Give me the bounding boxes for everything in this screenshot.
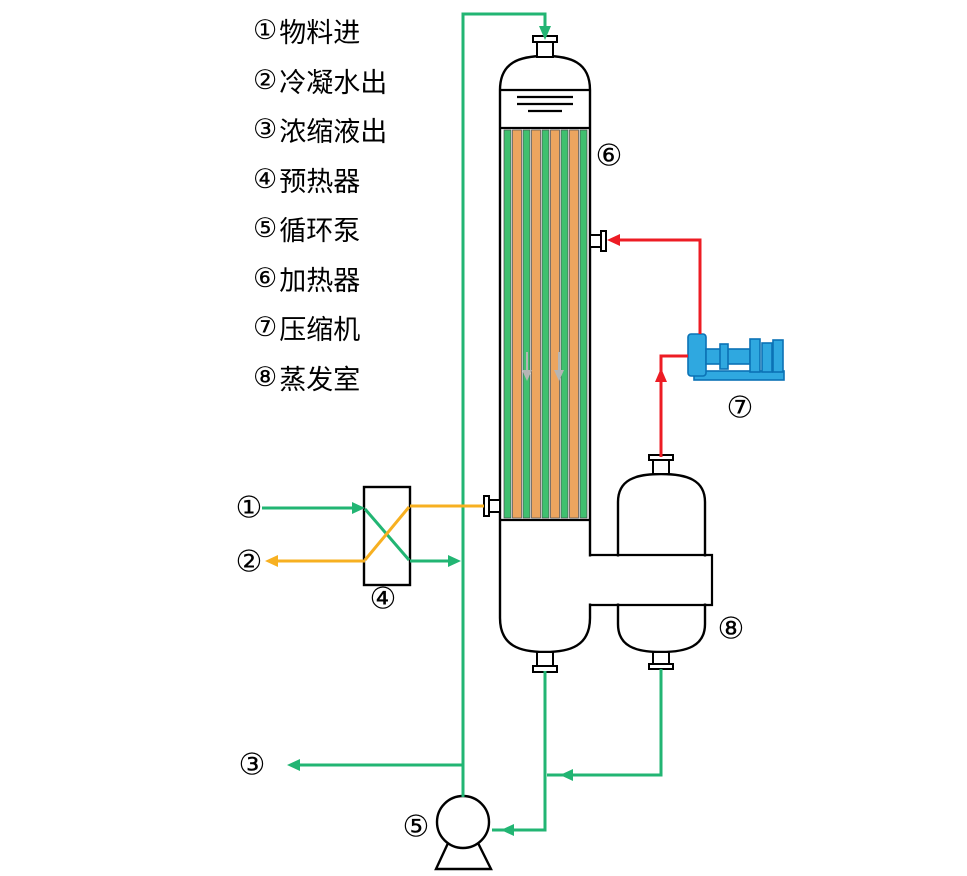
circulation-pump — [434, 794, 493, 871]
legend-marker: ⑤ — [253, 213, 278, 244]
legend-text: 浓缩液出 — [279, 117, 388, 148]
legend-marker: ② — [253, 64, 278, 95]
heater-column — [498, 54, 592, 654]
label-compressor: ⑦ — [726, 391, 754, 425]
legend-item-heater: ⑥ 加热器 — [253, 254, 387, 304]
compressor — [687, 333, 785, 381]
legend-marker: ③ — [253, 114, 278, 145]
legend-item-compressor: ⑦ 压缩机 — [253, 303, 387, 353]
legend-text: 循环泵 — [279, 216, 361, 247]
legend-text: 加热器 — [279, 265, 361, 296]
label-feed-in: ① — [235, 491, 263, 525]
legend-item-pump: ⑤ 循环泵 — [253, 204, 387, 254]
downward-flow-icon — [522, 352, 564, 381]
legend-item-condensate-out: ② 冷凝水出 — [253, 56, 387, 106]
label-condensate-out: ② — [235, 545, 263, 579]
legend-text: 冷凝水出 — [279, 67, 388, 98]
legend-item-feed-in: ① 物料进 — [253, 6, 387, 56]
legend-text: 物料进 — [279, 18, 361, 49]
legend-marker: ⑦ — [253, 312, 278, 343]
legend-marker: ⑧ — [253, 361, 278, 392]
legend-item-preheater: ④ 预热器 — [253, 155, 387, 205]
label-preheater: ④ — [369, 582, 397, 616]
legend: ① 物料进 ② 冷凝水出 ③ 浓缩液出 ④ 预热器 ⑤ 循环泵 ⑥ 加热器 ⑦ … — [253, 6, 387, 402]
legend-item-evaporation-chamber: ⑧ 蒸发室 — [253, 353, 387, 403]
legend-text: 蒸发室 — [279, 364, 361, 395]
legend-text: 压缩机 — [279, 315, 361, 346]
tube-bundle — [503, 129, 588, 519]
label-heater: ⑥ — [595, 139, 623, 173]
legend-marker: ④ — [253, 163, 278, 194]
label-pump: ⑤ — [402, 810, 430, 844]
green-piping — [262, 12, 663, 836]
distributor-plates — [517, 95, 573, 113]
legend-item-concentrate-out: ③ 浓缩液出 — [253, 105, 387, 155]
yellow-piping — [265, 504, 484, 567]
legend-marker: ① — [253, 15, 278, 46]
legend-marker: ⑥ — [253, 262, 278, 293]
vapor-duct — [587, 553, 714, 607]
legend-text: 预热器 — [279, 166, 361, 197]
label-concentrate-out: ③ — [238, 748, 266, 782]
label-evaporation-chamber: ⑧ — [717, 612, 745, 646]
red-piping — [607, 234, 702, 457]
